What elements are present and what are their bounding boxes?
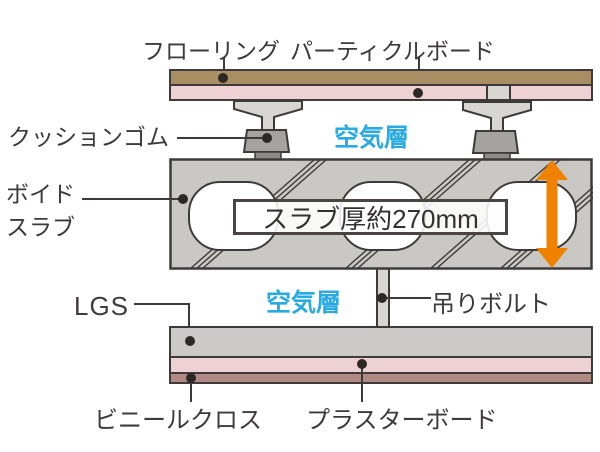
label-void-slab-line2: スラブ <box>6 214 75 240</box>
marker-dot-hanging-bolt <box>377 293 387 303</box>
marker-dot-flooring <box>218 73 228 83</box>
support-leg-left <box>233 100 303 161</box>
particle-board-notch <box>486 84 511 101</box>
leader-line-plaster-board <box>361 364 363 402</box>
label-void-slab-line1: ボイド <box>6 181 75 207</box>
support-leg-right <box>462 101 532 162</box>
label-cushion-rubber: クッションゴム <box>8 124 169 150</box>
leg-pedestal <box>462 101 532 132</box>
leader-line-vinyl-cloth <box>190 378 192 402</box>
leader-line-cushion-rubber <box>177 137 267 139</box>
leg-pedestal <box>233 100 303 131</box>
label-particle-board: パーティクルボード <box>290 38 495 64</box>
label-void-slab: ボイド スラブ <box>6 178 75 244</box>
particle-board-layer <box>169 84 593 101</box>
label-plaster-board: プラスターボード <box>306 407 498 434</box>
marker-dot-lgs <box>185 336 195 346</box>
air-layer-label-lower: 空気層 <box>266 289 342 317</box>
leader-line-void-slab <box>82 198 183 200</box>
marker-dot-vinyl-cloth <box>186 373 196 383</box>
label-hanging-bolt: 吊りボルト <box>431 291 551 318</box>
leader-line-lgs-vertical <box>188 303 190 341</box>
leader-line-lgs-horizontal <box>134 303 190 305</box>
marker-dot-void-slab <box>178 194 188 204</box>
label-flooring: フローリング <box>142 38 280 64</box>
label-vinyl-cloth: ビニールクロス <box>94 407 262 434</box>
label-lgs: LGS <box>74 291 130 321</box>
vinyl-cloth-layer <box>169 372 593 384</box>
leader-line-hanging-bolt <box>383 297 431 299</box>
slab-thickness-label: スラブ厚約270mm <box>262 203 479 234</box>
cushion-rubber-foot <box>471 130 520 154</box>
marker-dot-plaster-board <box>357 359 367 369</box>
slab-thickness-box: スラブ厚約270mm <box>233 199 508 235</box>
air-layer-label-upper: 空気層 <box>334 124 410 152</box>
marker-dot-cushion-rubber <box>262 133 272 143</box>
lgs-ceiling-layer <box>169 326 593 358</box>
leader-line-flooring <box>223 57 225 78</box>
thickness-arrow-icon <box>536 160 568 268</box>
marker-dot-particle-board <box>413 88 423 98</box>
